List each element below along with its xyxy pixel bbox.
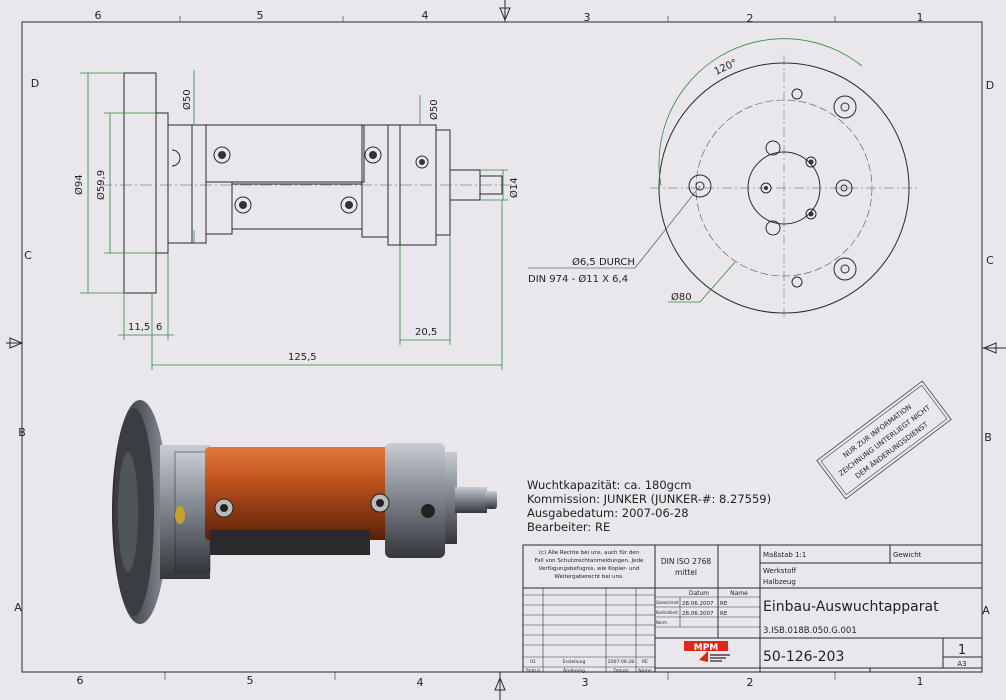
info-ausgabedatum: Ausgabedatum: 2007-06-28 — [527, 506, 689, 520]
column-label: 5 — [247, 674, 254, 687]
dim-d94: Ø94 — [73, 174, 85, 195]
col-name: Name — [730, 590, 748, 597]
footer-status: Status — [526, 668, 541, 674]
halbzeug-label: Halbzeug — [763, 578, 796, 586]
screw-icon — [340, 196, 358, 214]
info-wuchtkapazitaet: Wuchtkapazität: ca. 180gcm — [527, 478, 692, 492]
center-mark-bottom — [494, 676, 506, 691]
center-mark-right — [982, 342, 997, 354]
werkstoff-label: Werkstoff — [763, 567, 796, 575]
drawing-frame — [21, 21, 983, 673]
center-mark-top — [499, 7, 511, 22]
copyright-line: (c) Alle Rechte bei uns, auch für den — [539, 550, 640, 556]
dim-20-5: 20,5 — [415, 327, 437, 338]
paper-format: A3 — [957, 660, 966, 668]
drawing-code: 3.ISB.018B.050.G.001 — [763, 626, 857, 636]
column-label: 3 — [582, 676, 589, 689]
logo-text: MPM — [694, 643, 719, 653]
col-datum: Datum — [689, 590, 709, 597]
revision-change: Erstellung — [563, 659, 586, 665]
screw-icon — [213, 146, 231, 164]
dim-125-5: 125,5 — [288, 352, 317, 363]
flange — [123, 72, 157, 294]
row-label: B — [18, 426, 26, 439]
row-label: C — [986, 254, 994, 267]
tolerance-standard: DIN ISO 2768 — [661, 557, 712, 566]
footer-name: Name — [638, 668, 652, 674]
column-label: 3 — [584, 11, 591, 24]
angle-arc — [658, 38, 863, 187]
isometric-render — [112, 400, 497, 624]
copyright-line: Fall von Schutzrechtanmeldungen. Jede — [535, 558, 644, 564]
dim-d14: Ø14 — [508, 177, 520, 198]
column-label: 6 — [95, 9, 102, 22]
column-label: 2 — [747, 12, 754, 25]
info-kommission: Kommission: JUNKER (JUNKER-#: 8.27559) — [527, 492, 771, 506]
row-label: B — [984, 431, 992, 444]
dim-d50-right: Ø50 — [428, 99, 440, 120]
screw-icon — [364, 146, 382, 164]
gezeichnet-date: 28.06.2007 — [682, 601, 714, 607]
dim-d50-left: Ø50 — [181, 89, 193, 110]
kontrolliert-date: 28.06.2007 — [682, 611, 714, 617]
massstab: Maßstab 1:1 — [763, 551, 806, 559]
column-label: 4 — [422, 9, 429, 22]
column-label: 4 — [417, 676, 424, 689]
dim-d59-9: Ø59,9 — [95, 170, 107, 200]
sheet-number: 1 — [958, 643, 966, 658]
upper-body — [205, 124, 365, 183]
gewicht-label: Gewicht — [893, 551, 922, 559]
footer-change: Änderung — [563, 667, 585, 674]
tolerance-class: mittel — [675, 568, 697, 577]
row-label: C — [24, 249, 32, 262]
kontrolliert-label: Kontrolliert — [656, 610, 678, 615]
front-view: 120° Ø6,5 DURCH DIN 974 - Ø11 X 6,4 Ø80 — [528, 38, 920, 320]
column-label: 5 — [257, 9, 264, 22]
copyright-line: Verfügungsbefugnis, wie Kopier- und — [539, 566, 640, 572]
side-view: Ø94 Ø59,9 Ø50 Ø50 Ø14 11,5 6 20,5 125,5 — [73, 70, 520, 370]
footer-date: Datum — [613, 668, 628, 674]
row-label: A — [982, 604, 990, 617]
gezeichnet-name: RE — [720, 601, 728, 607]
column-label: 2 — [747, 676, 754, 689]
hole-note-1: Ø6,5 DURCH — [572, 256, 635, 268]
copyright-line: Weitergaberecht bei uns. — [554, 574, 623, 580]
drawing-title: Einbau-Auswuchtapparat — [763, 599, 939, 615]
company-logo: MPM — [684, 641, 730, 662]
revision-status: 01 — [530, 659, 536, 665]
dim-11-5: 11,5 — [128, 322, 150, 333]
revision-date: 2007-06-28 — [608, 659, 634, 665]
column-label: 1 — [917, 11, 924, 24]
column-label: 6 — [77, 674, 84, 687]
shaft — [455, 487, 487, 513]
hole-note-2: DIN 974 - Ø11 X 6,4 — [528, 273, 628, 285]
revision-name: RE — [642, 659, 648, 665]
drawing-number: 50-126-203 — [763, 649, 844, 665]
angle-label: 120° — [713, 58, 739, 78]
row-label: D — [31, 77, 39, 90]
info-bearbeiter: Bearbeiter: RE — [527, 520, 610, 534]
center-mark-left — [9, 337, 24, 349]
row-label: A — [14, 601, 22, 614]
kontrolliert-name: RE — [720, 611, 728, 617]
information-stamp: NUR ZUR INFORMATION ZEICHNUNG UNTERLIEGT… — [816, 380, 952, 500]
dim-6: 6 — [156, 322, 162, 333]
lower-body — [231, 183, 363, 230]
gezeichnet-label: Gezeichnet — [656, 600, 679, 605]
screw-icon — [234, 196, 252, 214]
title-block: (c) Alle Rechte bei uns, auch für den Fa… — [522, 544, 983, 674]
norm-label: Norm — [656, 620, 667, 625]
dim-d80: Ø80 — [671, 291, 692, 303]
column-label: 1 — [917, 675, 924, 688]
row-label: D — [986, 79, 994, 92]
orange-body — [205, 447, 393, 540]
